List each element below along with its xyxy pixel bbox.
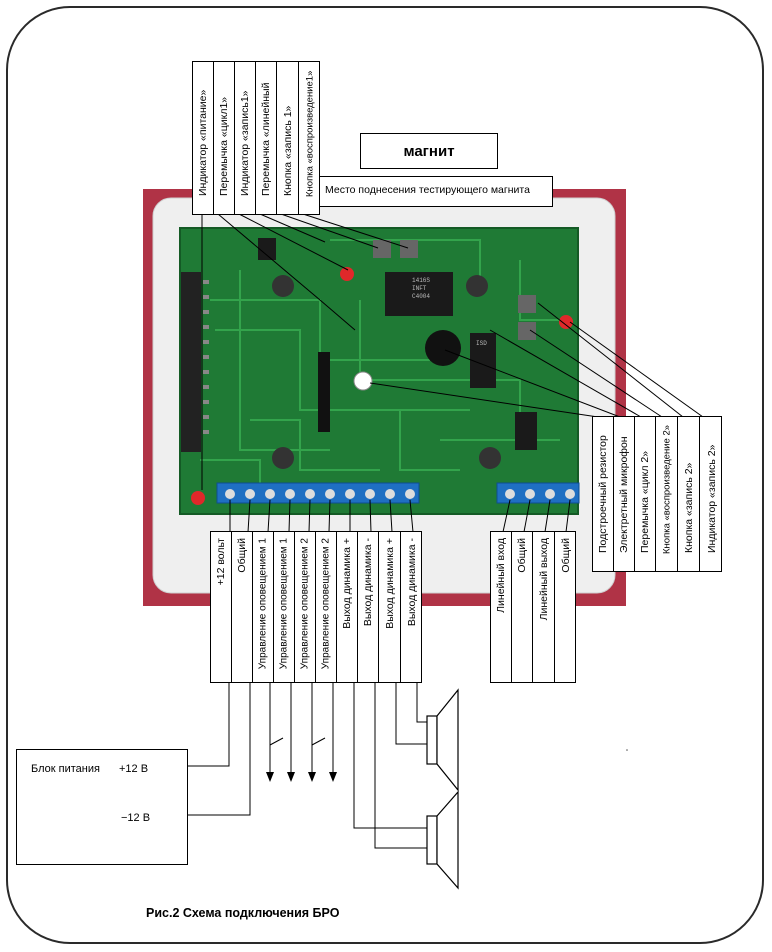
bottom-left-label-6: Выход динамика + <box>341 538 353 629</box>
led-record1 <box>340 267 354 281</box>
top-label-cell: Индикатор «питание» <box>193 62 214 214</box>
bottom-label-cell: Управление оповещением 2 <box>295 532 316 682</box>
bottom-left-label-5: Управление оповещением 2 <box>320 538 332 670</box>
bottom-right-label-1: Общий <box>516 538 528 573</box>
right-label-4: Кнопка «запись 2» <box>682 462 695 553</box>
top-label-2: Индикатор «запись1» <box>239 90 251 196</box>
chip-u2 <box>470 333 496 388</box>
bottom-label-cell: Выход динамика - <box>401 532 423 682</box>
top-label-1: Перемычка «цикл1» <box>218 96 230 196</box>
bottom-label-cell: Выход динамика + <box>337 532 358 682</box>
bottom-left-label-9: Выход динамика - <box>406 538 418 627</box>
top-label-4: Кнопка «запись 1» <box>281 105 294 196</box>
bottom-label-cell: Управление оповещением 1 <box>274 532 295 682</box>
terminal-block-right <box>496 482 580 504</box>
top-labels-box: Индикатор «питание» Перемычка «цикл1» Ин… <box>192 61 320 215</box>
bottom-wiring <box>188 682 427 849</box>
chip-u4 <box>515 412 537 450</box>
dot <box>626 749 628 751</box>
speaker-2-icon <box>426 790 459 890</box>
bottom-label-cell: Выход динамика + <box>379 532 401 682</box>
led-power <box>191 491 205 505</box>
arrow-heads <box>266 772 337 782</box>
button-play1 <box>400 240 418 258</box>
right-label-cell: Подстроечный резистор <box>593 417 614 571</box>
left-connector <box>181 272 201 452</box>
chip-u2-label: ISD <box>476 340 487 347</box>
bottom-label-cell: Управление оповещением 2 <box>316 532 337 682</box>
trim-resistor <box>353 371 373 391</box>
right-label-0: Подстроечный резистор <box>597 435 609 553</box>
right-label-3: Кнопка «воспроизведение 2» <box>661 424 672 554</box>
chip-u1-line1: 1416S <box>412 277 430 284</box>
chip-u1 <box>385 272 453 316</box>
terminal-screws-right <box>505 489 575 499</box>
terminal-screws-left <box>225 489 415 499</box>
screws <box>272 275 501 469</box>
chip-u1-line2: INFT <box>412 285 427 292</box>
figure-caption: Рис.2 Схема подключения БРО <box>146 906 340 920</box>
top-label-cell: Кнопка «запись 1» <box>277 62 299 214</box>
bottom-label-cell: Линейный выход <box>533 532 555 682</box>
magnet-title: магнит <box>403 142 455 160</box>
right-leaders <box>369 302 704 418</box>
bottom-label-cell: Общий <box>555 532 577 682</box>
bottom-label-cell: Линейный вход <box>491 532 512 682</box>
bottom-left-label-4: Управление оповещением 2 <box>299 538 311 670</box>
bottom-left-labels-box: +12 вольт Общий Управление оповещением 1… <box>210 531 422 683</box>
button-record2 <box>518 295 536 313</box>
microphone <box>425 330 461 366</box>
right-labels-box: Подстроечный резистор Электретный микроф… <box>592 416 722 572</box>
bottom-left-label-1: Общий <box>236 538 248 573</box>
speaker-1-icon <box>426 688 459 792</box>
top-label-3: Перемычка «линейный <box>260 82 272 196</box>
chip-u3 <box>318 352 330 432</box>
bottom-label-cell: Управление оповещением 1 <box>253 532 274 682</box>
top-label-0: Индикатор «питание» <box>197 89 209 196</box>
connector-pins <box>203 280 209 434</box>
bottom-right-label-2: Линейный выход <box>537 538 550 621</box>
bottom-label-cell: Общий <box>512 532 533 682</box>
button-record1 <box>373 240 391 258</box>
top-label-cell: Кнопка «воспроизведение1» <box>299 62 321 214</box>
right-label-cell: Индикатор «запись 2» <box>700 417 723 571</box>
magnet-box: магнит <box>360 133 498 169</box>
magnet-place-label: Место поднесения тестирующего магнита <box>325 184 530 196</box>
power-plus-label: +12 В <box>119 763 149 775</box>
power-minus-label: −12 В <box>121 812 151 824</box>
bottom-right-label-0: Линейный вход <box>495 538 507 613</box>
pcb-board <box>179 227 579 515</box>
bottom-label-cell: +12 вольт <box>211 532 232 682</box>
right-label-2: Перемычка «цикл 2» <box>639 450 651 553</box>
power-supply-box: Блок питания +12 В −12 В <box>16 749 188 865</box>
bottom-right-labels-box: Линейный вход Общий Линейный выход Общий <box>490 531 576 683</box>
terminal-leaders <box>229 499 571 533</box>
bottom-label-cell: Выход динамика - <box>358 532 379 682</box>
top-label-cell: Перемычка «линейный <box>256 62 277 214</box>
bottom-label-cell: Общий <box>232 532 253 682</box>
bottom-right-label-3: Общий <box>560 538 572 573</box>
power-supply-label: Блок питания <box>31 763 100 775</box>
bottom-left-label-8: Выход динамика + <box>383 538 396 629</box>
right-label-cell: Кнопка «воспроизведение 2» <box>656 417 678 571</box>
top-label-cell: Перемычка «цикл1» <box>214 62 235 214</box>
right-label-cell: Электретный микрофон <box>614 417 635 571</box>
bottom-left-label-0: +12 вольт <box>215 538 227 586</box>
right-label-cell: Перемычка «цикл 2» <box>635 417 656 571</box>
bottom-left-label-3: Управление оповещением 1 <box>278 538 290 670</box>
magnet-place-box: Место поднесения тестирующего магнита <box>319 176 553 207</box>
right-label-cell: Кнопка «запись 2» <box>678 417 700 571</box>
right-label-5: Индикатор «запись 2» <box>705 444 718 553</box>
top-label-5: Кнопка «воспроизведение1» <box>304 70 316 197</box>
bottom-left-label-2: Управление оповещением 1 <box>257 538 269 670</box>
chip-u5 <box>258 238 276 260</box>
right-label-1: Электретный микрофон <box>618 436 630 553</box>
button-play2 <box>518 322 536 340</box>
bottom-left-label-7: Выход динамика - <box>362 538 374 627</box>
top-leaders <box>201 213 409 490</box>
chip-u1-line3: C4004 <box>412 293 430 300</box>
led-record2 <box>559 315 573 329</box>
top-label-cell: Индикатор «запись1» <box>235 62 256 214</box>
